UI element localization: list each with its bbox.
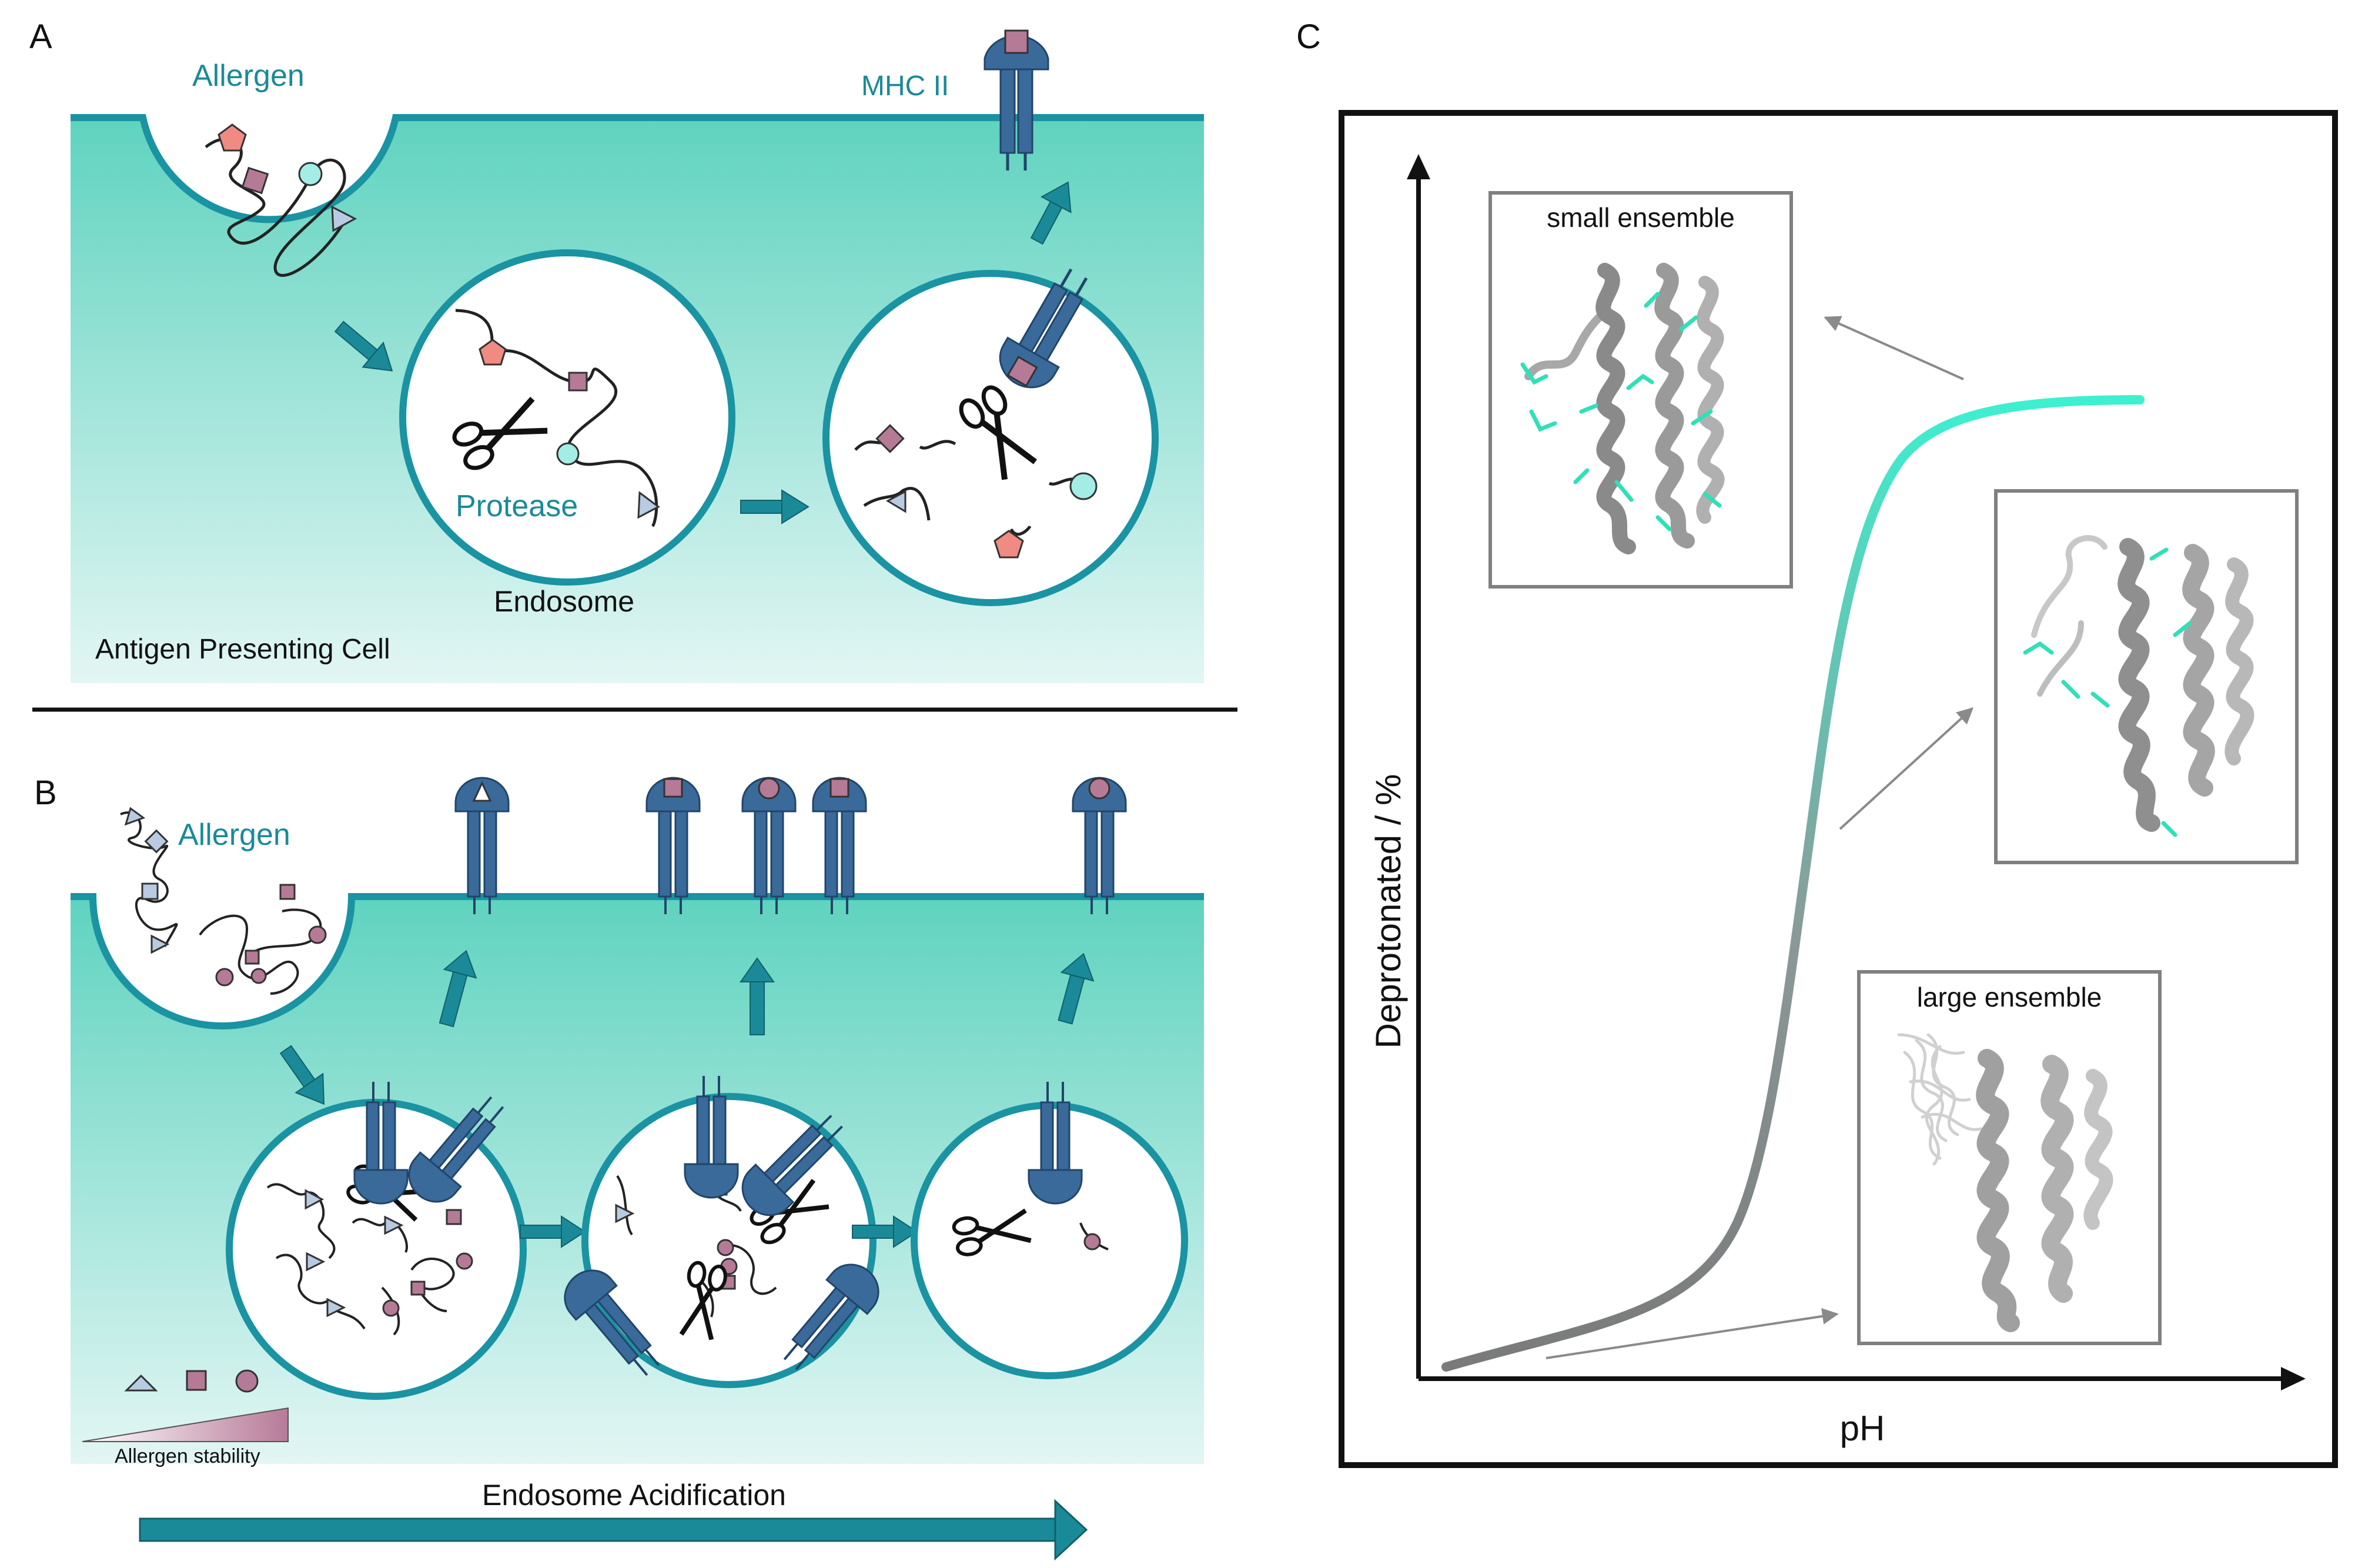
legend-stability-wedge — [82, 1407, 289, 1442]
acidification-label: Endosome Acidification — [482, 1479, 786, 1512]
panel-a-arrow-3 — [1030, 181, 1072, 245]
circle-residue — [1083, 1233, 1101, 1251]
circle-residue — [556, 442, 580, 466]
panel-b-mhc-e2-upper-right — [741, 1115, 843, 1216]
pentagon-residue — [218, 123, 247, 152]
panel-b-endosome-1-residues — [305, 1189, 473, 1318]
panel-a-scissors-2 — [959, 385, 1037, 480]
panel-b-mhc-e2-lower-left — [564, 1269, 660, 1376]
circle-residue — [1069, 472, 1098, 500]
inset-small-protein — [1520, 263, 1725, 554]
panel-b-allergen-residues — [124, 807, 327, 987]
panel-b-mhc-surface-1 — [454, 777, 510, 914]
triangle-residue — [885, 490, 906, 513]
panel-b-up-arrow-1 — [439, 950, 477, 1028]
panel-a-endosome-label: Endosome — [494, 585, 634, 618]
panel-b-up-arrow-3 — [1058, 952, 1095, 1025]
panel-b-allergen-label: Allergen — [178, 818, 290, 852]
circle-residue — [298, 162, 323, 186]
panel-b-arrow-2 — [520, 1215, 586, 1248]
panel-a-letter: A — [29, 18, 52, 56]
pointer-large — [1546, 1308, 1839, 1359]
square-residue — [241, 166, 269, 195]
triangle-residue — [637, 491, 660, 519]
y-axis-label: Deprotonated / % — [1369, 774, 1408, 1049]
panel-b-stability-label: Allergen stability — [115, 1445, 260, 1467]
panel-c-letter: C — [1296, 18, 1321, 56]
acidification-arrow — [139, 1499, 1088, 1561]
legend-square — [186, 1370, 207, 1391]
panel-a-mhc-endosome — [999, 268, 1088, 389]
panel-a-arrow-1 — [334, 320, 393, 372]
panel-b-up-arrow-2 — [740, 957, 775, 1035]
inset-large-frame — [1857, 970, 2162, 1345]
x-axis-label: pH — [1840, 1409, 1885, 1448]
panel-a-mhc-surface — [984, 29, 1049, 170]
inset-small-label: small ensemble — [1547, 202, 1735, 233]
pentagon-residue — [993, 530, 1024, 559]
panel-a-endosome-1-residues — [479, 339, 660, 519]
panel-b-mhc-surface-4 — [812, 777, 867, 914]
panel-a-allergen-chain — [205, 138, 349, 277]
titration-curve — [1441, 395, 2145, 1372]
panel-b-mhc-e1-top — [353, 1082, 409, 1205]
panel-b-arrow-1 — [279, 1045, 325, 1105]
panel-b-mhc-surface-5 — [1072, 777, 1127, 914]
panel-b-mhc-e2-top — [684, 1076, 739, 1199]
inset-small-frame — [1488, 191, 1793, 589]
inset-large-label: large ensemble — [1917, 982, 2102, 1012]
panel-b-scissors-4 — [952, 1208, 1032, 1256]
legend-circle — [235, 1369, 259, 1393]
y-axis-arrowhead — [1407, 154, 1430, 179]
panel-a-mhc-label: MHC II — [861, 71, 949, 102]
inset-large-protein — [1897, 1033, 2113, 1332]
panel-a-endosome-2 — [822, 270, 1159, 606]
triangle-residue — [331, 205, 357, 232]
square-residue — [568, 372, 588, 392]
x-axis-arrowhead — [2281, 1367, 2306, 1390]
panel-b-stability-legend — [82, 1369, 289, 1442]
panel-b-scissors-3 — [679, 1261, 727, 1340]
panel-a-membrane — [71, 114, 1204, 223]
panel-a-endosome-1 — [399, 249, 735, 586]
panel-a-protease-label: Protease — [456, 489, 578, 523]
panel-a-allergen-label: Allergen — [192, 59, 305, 93]
pointer-middle — [1839, 707, 1974, 830]
panel-b-arrow-3 — [852, 1215, 918, 1248]
panel-b-mhc-e2-lower-right — [783, 1263, 879, 1370]
panel-b-letter: B — [34, 774, 57, 812]
panel-b-membrane — [71, 893, 1204, 1029]
panel-a-protease-scissors — [452, 396, 548, 470]
panel-b-mhc-e3-top — [1028, 1082, 1083, 1205]
panel-b-mhc-surface-2 — [645, 777, 701, 914]
legend-triangle — [124, 1374, 158, 1392]
pentagon-residue — [479, 339, 507, 366]
panel-a-cell-label: Antigen Presenting Cell — [95, 634, 390, 665]
panel-a-allergen-residues — [218, 123, 357, 232]
panel-c-axes — [1407, 154, 2306, 1390]
panel-a-arrow-2 — [740, 489, 809, 524]
square-residue — [875, 424, 905, 453]
pointer-small — [1824, 316, 1964, 380]
panel-b-mhc-e1-right — [408, 1096, 504, 1203]
inset-middle-protein — [2023, 535, 2254, 837]
panel-b-mhc-surface-3 — [741, 777, 797, 914]
